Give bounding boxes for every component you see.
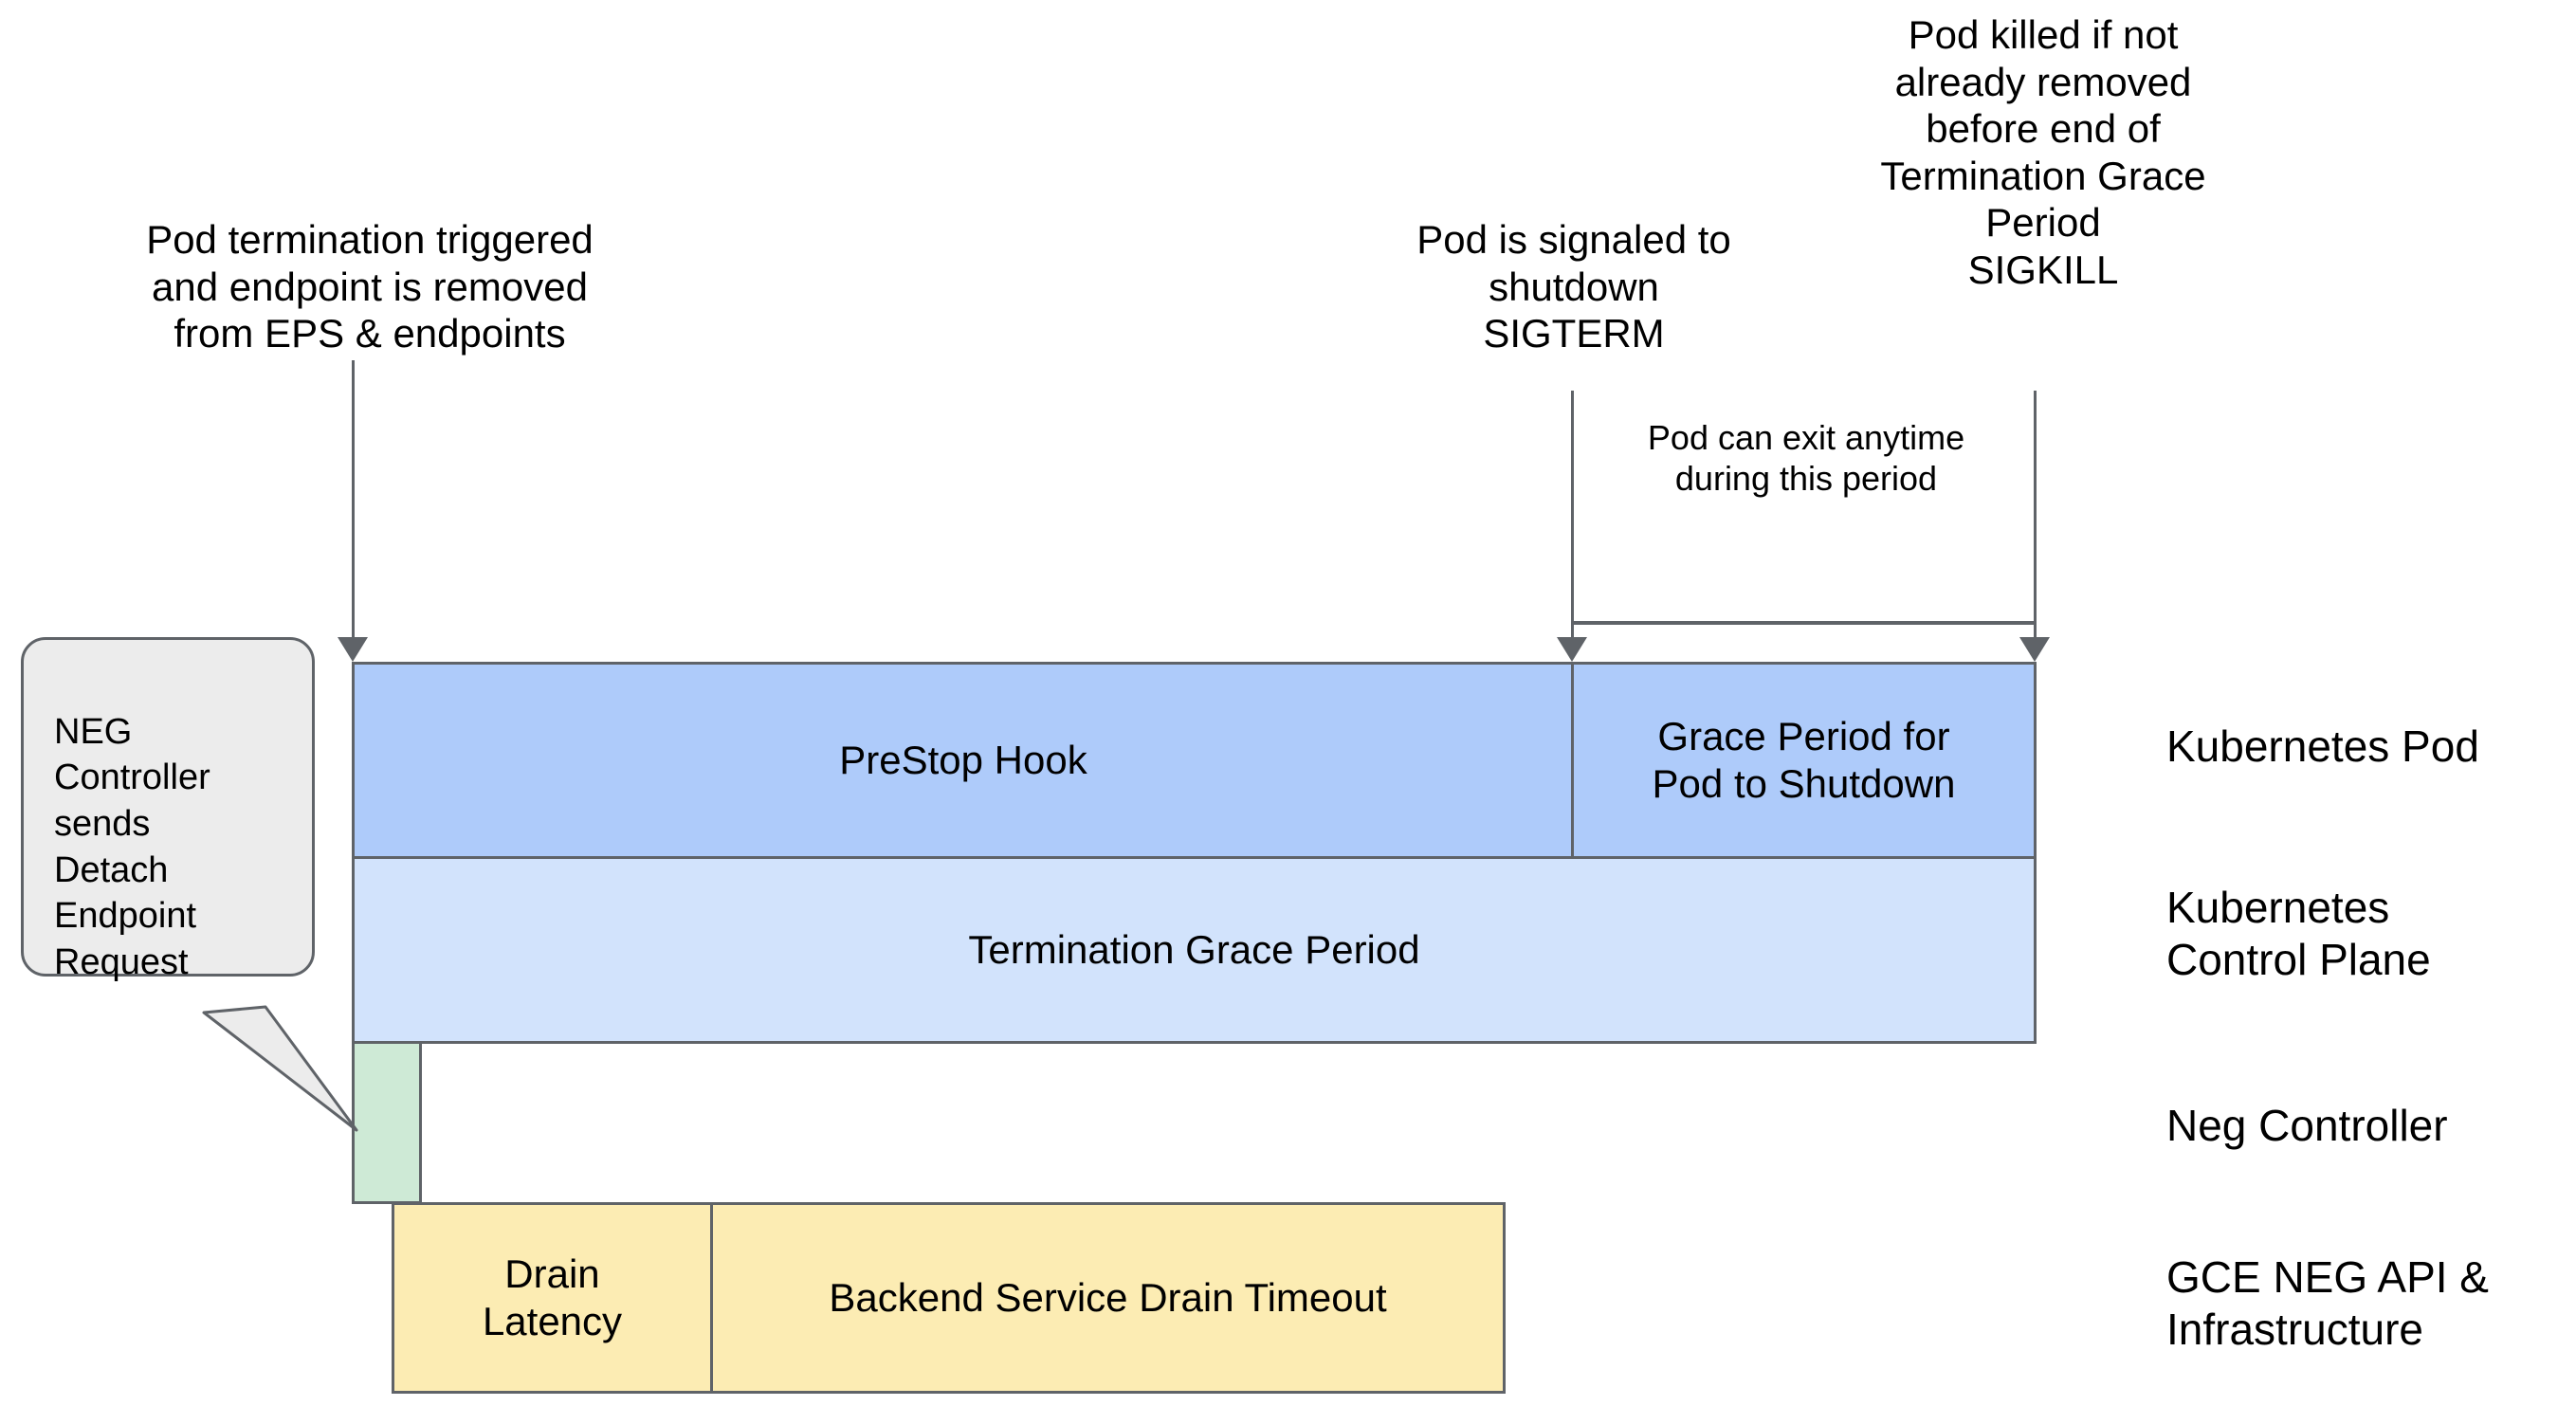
- bar-prestop-hook[interactable]: PreStop Hook: [352, 662, 1575, 859]
- lane-label-kubernetes-control-plane: Kubernetes Control Plane: [2166, 883, 2431, 985]
- bar-prestop-hook-label: PreStop Hook: [839, 737, 1087, 782]
- callout-tail-neg-controller: [202, 1005, 358, 1132]
- callout-neg-controller-detach: NEG Controller sends Detach Endpoint Req…: [21, 637, 315, 982]
- bar-termination-grace-period-label: Termination Grace Period: [968, 926, 1420, 972]
- bar-drain-latency-label: Drain Latency: [482, 1251, 623, 1343]
- annotation-pod-termination-triggered: Pod termination triggered and endpoint i…: [146, 217, 594, 356]
- lane-label-kubernetes-pod: Kubernetes Pod: [2166, 721, 2479, 771]
- bar-backend-service-drain-timeout[interactable]: Backend Service Drain Timeout: [710, 1202, 1506, 1394]
- bar-grace-period[interactable]: Grace Period for Pod to Shutdown: [1571, 662, 2037, 859]
- callout-neg-controller-detach-text: NEG Controller sends Detach Endpoint Req…: [54, 711, 210, 982]
- arrow-line-sigterm: [1571, 391, 1574, 637]
- arrow-line-pod-termination: [352, 360, 355, 637]
- bar-neg-detach[interactable]: [352, 1041, 422, 1204]
- arrow-line-sigkill: [2034, 391, 2037, 637]
- bar-termination-grace-period[interactable]: Termination Grace Period: [352, 856, 2037, 1044]
- lane-label-neg-controller: Neg Controller: [2166, 1101, 2448, 1150]
- bar-backend-service-drain-timeout-label: Backend Service Drain Timeout: [829, 1274, 1387, 1320]
- annotation-pod-killed-sigkill: Pod killed if not already removed before…: [1880, 12, 2206, 292]
- annotation-pod-can-exit-anytime: Pod can exit anytime during this period: [1647, 418, 1965, 499]
- bracket-pod-exit-span: [1573, 621, 2036, 625]
- annotation-pod-signaled-shutdown: Pod is signaled to shutdown SIGTERM: [1416, 217, 1731, 356]
- arrow-head-pod-termination: [338, 637, 368, 662]
- arrow-head-sigkill: [2019, 637, 2050, 662]
- lane-label-gce-neg-api: GCE NEG API & Infrastructure: [2166, 1252, 2489, 1355]
- arrow-head-sigterm: [1557, 637, 1587, 662]
- bar-grace-period-label: Grace Period for Pod to Shutdown: [1652, 713, 1956, 806]
- bar-drain-latency[interactable]: Drain Latency: [392, 1202, 713, 1394]
